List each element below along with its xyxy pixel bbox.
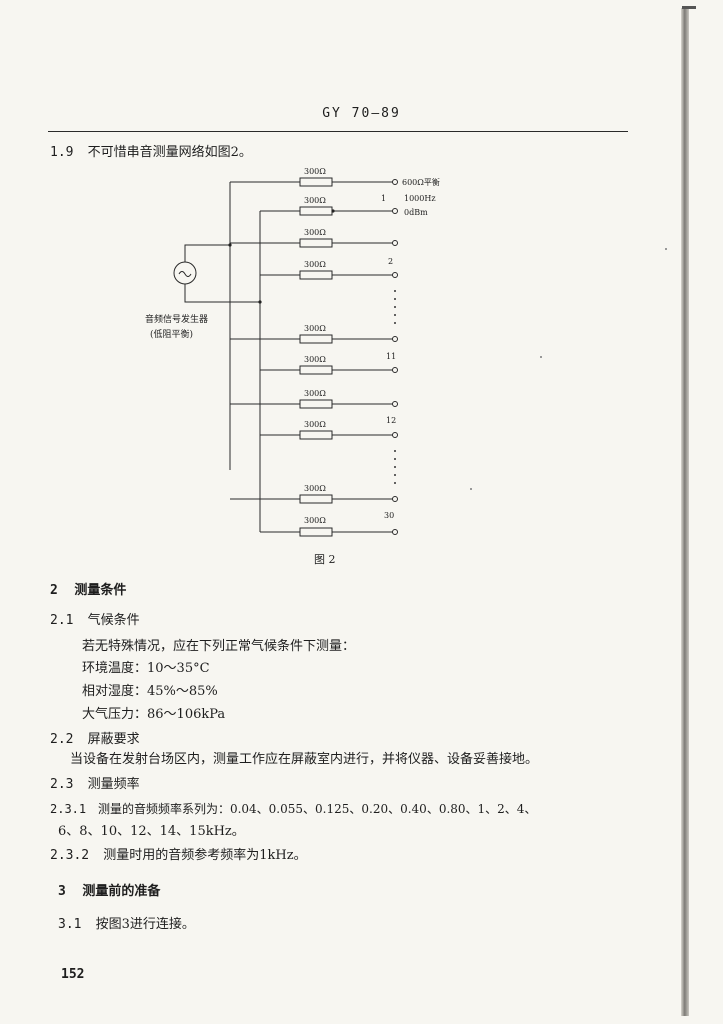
resistor <box>299 238 333 248</box>
page-number: 152 <box>61 967 85 982</box>
resistor-label: 300Ω <box>304 228 326 237</box>
scan-speck <box>540 356 542 358</box>
resistor <box>299 430 333 440</box>
resistor <box>299 494 333 504</box>
resistor <box>299 365 333 375</box>
header-rule <box>48 131 628 132</box>
terminal <box>392 367 398 373</box>
terminal <box>392 432 398 438</box>
header-code: GY 70—89 <box>322 106 401 121</box>
section-number: 3.1 <box>58 917 82 932</box>
level-label: 0dBm <box>404 208 428 217</box>
generator-sub-label: (低阻平衡) <box>150 328 193 340</box>
section-number: 2.2 <box>50 732 74 747</box>
section-2-heading: 2 测量条件 <box>50 583 126 599</box>
section-number: 2.1 <box>50 613 74 628</box>
section-number: 3 <box>58 884 66 899</box>
resistor <box>299 206 333 216</box>
section-3-1: 3.1 按图3进行连接。 <box>58 917 195 933</box>
resistor-label: 300Ω <box>304 260 326 269</box>
section-number: 2.3.2 <box>50 848 90 863</box>
resistor-label: 300Ω <box>304 389 326 398</box>
climate-paragraph: 若无特殊情况，应在下列正常气候条件下测量： <box>82 639 356 654</box>
resistor-label: 300Ω <box>304 167 326 176</box>
terminal <box>392 336 398 342</box>
branch-number-30: 30 <box>384 511 394 520</box>
resistor-label: 300Ω <box>304 196 326 205</box>
section-number: 2 <box>50 583 58 598</box>
resistor <box>299 177 333 187</box>
section-text: 测量时用的音频参考频率为1kHz。 <box>103 848 307 863</box>
section-text: 按图3进行连接。 <box>95 917 195 932</box>
terminal <box>392 240 398 246</box>
resistor-label: 300Ω <box>304 355 326 364</box>
section-number: 1.9 <box>50 145 74 160</box>
generator-label: 音频信号发生器 <box>145 313 208 325</box>
signal-generator-symbol <box>173 261 197 285</box>
resistor <box>299 399 333 409</box>
resistor-label: 300Ω <box>304 420 326 429</box>
humidity-line: 相对湿度：45%～85% <box>82 684 218 699</box>
resistor-label: 300Ω <box>304 324 326 333</box>
terminal <box>392 496 398 502</box>
terminal <box>392 208 398 214</box>
section-title: 测量前的准备 <box>82 884 161 899</box>
resistor <box>299 334 333 344</box>
branch-number-2: 2 <box>388 257 393 266</box>
section-title: 测量频率 <box>87 777 140 792</box>
frequency-label: 1000Hz <box>404 194 436 203</box>
terminal <box>392 272 398 278</box>
frequency-list-continued: 6、8、10、12、14、15kHz。 <box>58 824 245 839</box>
resistor <box>299 527 333 537</box>
figure-caption: 图 2 <box>314 553 336 566</box>
section-2-3-1: 2.3.1 测量的音频频率系列为：0.04、0.055、0.125、0.20、0… <box>50 801 536 817</box>
section-title: 屏蔽要求 <box>87 732 140 747</box>
resistor-label: 300Ω <box>304 484 326 493</box>
terminal <box>392 179 398 185</box>
section-number: 2.3.1 <box>50 802 87 816</box>
page-edge-shadow <box>681 8 689 1016</box>
section-2-1-heading: 2.1 气候条件 <box>50 613 140 629</box>
pressure-line: 大气压力：86～106kPa <box>82 707 226 722</box>
sine-wave-icon <box>178 271 192 277</box>
terminal <box>392 401 398 407</box>
section-text: 测量的音频频率系列为：0.04、0.055、0.125、0.20、0.40、0.… <box>97 802 537 816</box>
scan-speck <box>665 248 667 250</box>
resistor-label: 300Ω <box>304 516 326 525</box>
output-impedance-label: 600Ω平衡 <box>402 177 440 187</box>
page-edge-mark <box>682 6 696 9</box>
section-1-9: 1.9 不可惜串音测量网络如图2。 <box>50 145 252 161</box>
temperature-line: 环境温度：10～35°C <box>82 661 210 676</box>
terminal <box>392 529 398 535</box>
shielding-paragraph: 当设备在发射台场区内，测量工作应在屏蔽室内进行，并将仪器、设备妥善接地。 <box>70 752 539 767</box>
section-title: 测量条件 <box>74 583 127 598</box>
ellipsis-dots-upper <box>394 290 396 324</box>
branch-number-12: 12 <box>386 416 396 425</box>
section-title: 气候条件 <box>87 613 140 628</box>
branch-number-11: 11 <box>386 352 396 361</box>
section-2-2-heading: 2.2 屏蔽要求 <box>50 732 140 748</box>
section-number: 2.3 <box>50 777 74 792</box>
section-2-3-heading: 2.3 测量频率 <box>50 777 140 793</box>
scan-speck <box>470 488 472 490</box>
section-3-heading: 3 测量前的准备 <box>58 884 160 900</box>
section-2-3-2: 2.3.2 测量时用的音频参考频率为1kHz。 <box>50 848 307 864</box>
section-text: 不可惜串音测量网络如图2。 <box>87 145 252 160</box>
ellipsis-dots-lower <box>394 450 396 484</box>
resistor <box>299 270 333 280</box>
branch-number-1: 1 <box>381 194 386 203</box>
